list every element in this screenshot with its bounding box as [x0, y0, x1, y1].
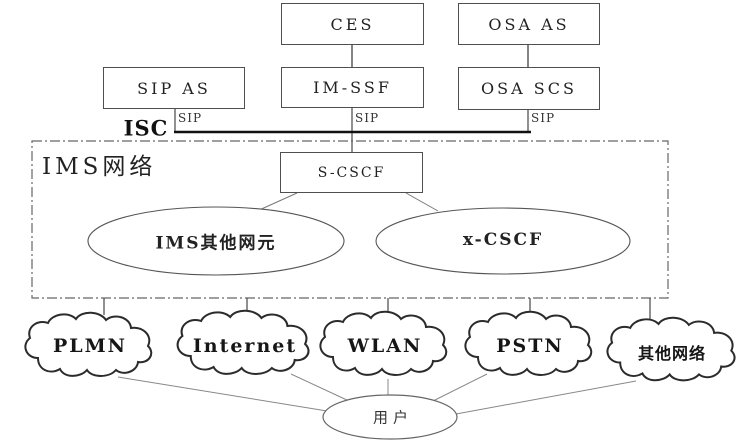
pstn-cloud-label: PSTN: [496, 335, 564, 357]
im-ssf-node: IM-SSF: [281, 67, 424, 108]
ims-other-elements-ellipse: [87, 206, 345, 276]
im-ssf-node-label: IM-SSF: [313, 78, 392, 97]
s-cscf-node-label: S-CSCF: [317, 164, 386, 181]
osa-as-node: OSA AS: [458, 3, 600, 45]
sip-as-node: SIP AS: [103, 67, 245, 109]
s-cscf-node: S-CSCF: [280, 152, 423, 193]
internet-cloud-label: Internet: [192, 335, 298, 357]
connector-pstn-user: [432, 373, 488, 402]
wlan-cloud-label: WLAN: [347, 335, 423, 357]
sip-label-3: SIP: [531, 111, 556, 125]
sip-as-node-label: SIP AS: [137, 78, 211, 98]
ces-node-label: CES: [330, 14, 375, 34]
x-cscf-label: x-CSCF: [462, 230, 544, 250]
ces-node: CES: [281, 3, 424, 45]
osa-scs-node-label: OSA SCS: [481, 79, 577, 98]
osa-scs-node: OSA SCS: [458, 67, 600, 110]
connector-internet-user: [290, 373, 350, 402]
osa-as-node-label: OSA AS: [488, 14, 570, 34]
plmn-cloud-label: PLMN: [52, 335, 128, 357]
ims-other-elements-label: IMS其他网元: [155, 233, 277, 254]
connector-scscf-imsother: [256, 192, 298, 212]
other-networks-cloud-label: 其他网络: [637, 344, 707, 363]
ims-network-label: IMS网络: [42, 154, 157, 180]
connector-scscf-xcscf: [405, 192, 439, 212]
isc-label: ISC: [123, 115, 169, 141]
sip-label-1: SIP: [178, 111, 203, 125]
x-cscf-ellipse: [375, 207, 631, 275]
connector-plmn-user: [117, 376, 328, 412]
ims-network-boundary: [31, 140, 669, 299]
user-label: 用户: [372, 408, 414, 427]
sip-label-2: SIP: [355, 111, 380, 125]
user-ellipse: [322, 394, 458, 440]
connector-othernet-user: [455, 380, 637, 415]
